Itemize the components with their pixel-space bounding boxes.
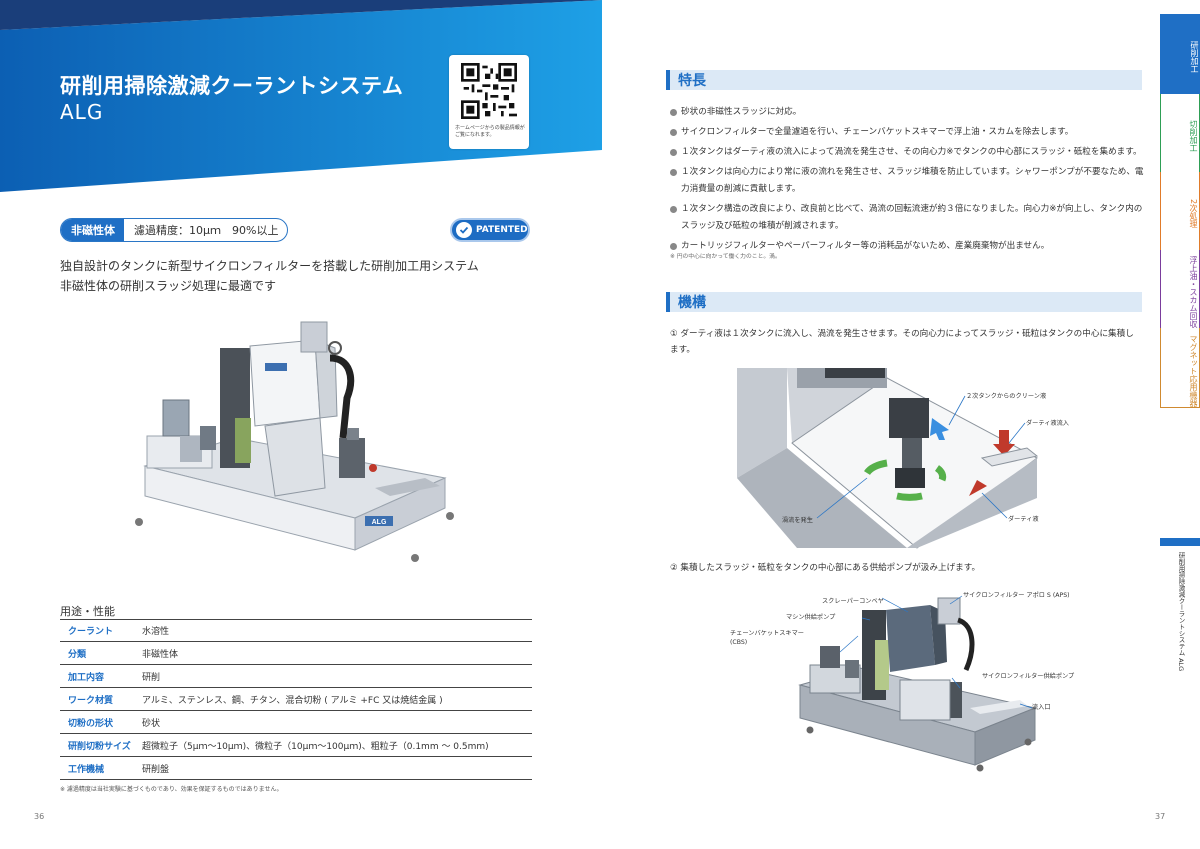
spec-value: 水溶性 xyxy=(142,627,170,637)
feature-item: 砂状の非磁性スラッジに対応。 xyxy=(670,104,1150,121)
description-line: 独自設計のタンクに新型サイクロンフィルターを搭載した研削加工用システム xyxy=(60,259,479,273)
product-description: 独自設計のタンクに新型サイクロンフィルターを搭載した研削加工用システム 非磁性体… xyxy=(60,256,479,296)
badge-value: 濾過精度：10μｍ 90%以上 xyxy=(134,224,279,237)
feature-text: 砂状の非磁性スラッジに対応。 xyxy=(681,107,802,117)
spec-row: 加工内容 研削 xyxy=(60,665,532,688)
features-list: 砂状の非磁性スラッジに対応。 サイクロンフィルターで全量濾過を行い、チェーンバケ… xyxy=(670,104,1150,255)
heading-bar xyxy=(666,70,670,90)
spec-value: 砂状 xyxy=(142,718,161,729)
features-heading: 特長 xyxy=(666,70,1142,90)
feature-text: カートリッジフィルターやペーパーフィルター等の消耗品がないため、産業廃棄物が出ま… xyxy=(681,241,1050,251)
page-number-left: 36 xyxy=(34,812,45,821)
feature-item: １次タンクは向心力により常に液の流れを発生させ、スラッジ堆積を防止しています。シ… xyxy=(670,164,1150,198)
spec-key: クーラント xyxy=(68,627,114,637)
mechanism-step-2: ② 集積したスラッジ・砥粒をタンクの中心部にある供給ポンプが汲み上げます。 xyxy=(670,563,981,573)
mechanism-title: 機構 xyxy=(678,295,706,311)
qr-caption: ホームページからの製品情報がご覧になれます。 xyxy=(455,125,525,138)
feature-item: カートリッジフィルターやペーパーフィルター等の消耗品がないため、産業廃棄物が出ま… xyxy=(670,238,1150,255)
spec-value: 非磁性体 xyxy=(142,649,179,660)
spec-value: 超微粒子（5μｍ～10μｍ)、微粒子（10μｍ～100μｍ)、粗粒子（0.1mm… xyxy=(142,741,489,752)
tab-label: マグネット応用機器 xyxy=(1189,334,1198,407)
spec-key: 分類 xyxy=(68,649,87,660)
feature-text: １次タンクはダーティ液の流入によって渦流を発生させ、その向心力※でタンクの中心部… xyxy=(681,147,1142,157)
page-number-right: 37 xyxy=(1155,812,1166,821)
label-clean-from-tank2: ２次タンクからのクリーン液 xyxy=(966,393,1047,400)
spec-value: 研削盤 xyxy=(142,764,170,775)
bullet-icon xyxy=(670,206,677,213)
tab-oil-skim[interactable]: 浮上油・スカム回収 xyxy=(1160,250,1200,328)
bullet-icon xyxy=(670,149,677,156)
label-vortex: 渦流を発生 xyxy=(782,517,813,524)
heading-bar xyxy=(666,292,670,312)
features-title: 特長 xyxy=(678,73,706,89)
feature-item: サイクロンフィルターで全量濾過を行い、チェーンバケットスキマーで浮上油・スカムを… xyxy=(670,124,1150,141)
label-inlet: 流入口 xyxy=(1032,704,1051,711)
side-product-label: 研削用掃除激減クーラントシステム ALG xyxy=(1177,552,1185,672)
mechanism-step-1: ① ダーティ液は１次タンクに流入し、渦流を発生させます。その向心力によってスラッ… xyxy=(670,329,1134,355)
features-note: ※ 円の中心に向かって働く力のこと。渦。 xyxy=(670,254,781,260)
tab-label: 切削加工 xyxy=(1189,120,1198,152)
label-cbs: チェーンバケットスキマー (CBS) xyxy=(730,630,804,646)
check-icon xyxy=(456,222,472,238)
spec-key: 研削切粉サイズ xyxy=(68,741,131,752)
spec-key: 工作機械 xyxy=(68,764,105,775)
feature-text: サイクロンフィルターで全量濾過を行い、チェーンバケットスキマーで浮上油・スカムを… xyxy=(681,127,1074,137)
product-image: ALG xyxy=(135,321,454,562)
spec-row: 分類 非磁性体 xyxy=(60,642,532,665)
tab-label: 2次処理 xyxy=(1189,199,1198,229)
spec-key: 切粉の形状 xyxy=(68,718,114,729)
feature-text: １次タンクは向心力により常に液の流れを発生させ、スラッジ堆積を防止しています。シ… xyxy=(681,167,1144,194)
label-dirty-inflow: ダーティ液流入 xyxy=(1026,420,1069,427)
spec-table: クーラント 水溶性 分類 非磁性体 加工内容 研削 ワーク材質 アルミ、ステンレス、鋼、… xyxy=(60,619,532,780)
system-diagram xyxy=(798,595,1037,772)
page-title: 研削用掃除激減クーラントシステム xyxy=(60,74,404,98)
description-line: 非磁性体の研削スラッジ処理に最適です xyxy=(60,279,277,293)
feature-item: １次タンク構造の改良により、改良前と比べて、渦流の回転流速が約３倍になりました。… xyxy=(670,201,1150,235)
patented-label: PATENTED xyxy=(476,225,528,235)
qr-code-icon xyxy=(461,63,517,119)
tab-grinding[interactable]: 研削加工 xyxy=(1160,14,1200,94)
spec-key: 加工内容 xyxy=(68,672,105,683)
model-name: ALG xyxy=(60,100,104,124)
tab-cutting[interactable]: 切削加工 xyxy=(1160,94,1200,172)
feature-item: １次タンクはダーティ液の流入によって渦流を発生させ、その向心力※でタンクの中心部… xyxy=(670,144,1150,161)
label-machine-pump: マシン供給ポンプ xyxy=(786,614,836,621)
tab-secondary[interactable]: 2次処理 xyxy=(1160,172,1200,250)
spec-value: アルミ、ステンレス、鋼、チタン、混合切粉 ( アルミ +FC 又は焼結金属 ) xyxy=(142,695,443,706)
label-dirty-liquid: ダーティ液 xyxy=(1008,516,1039,523)
qr-code[interactable]: ホームページからの製品情報がご覧になれます。 xyxy=(449,55,529,149)
spec-row: クーラント 水溶性 xyxy=(60,619,532,642)
bullet-icon xyxy=(670,129,677,136)
label-cyclone-pump: サイクロンフィルター供給ポンプ xyxy=(982,673,1075,680)
spec-row: ワーク材質 アルミ、ステンレス、鋼、チタン、混合切粉 ( アルミ +FC 又は焼結… xyxy=(60,688,532,711)
spec-value: 研削 xyxy=(142,672,161,683)
bullet-icon xyxy=(670,243,677,250)
tab-label: 浮上油・スカム回収 xyxy=(1189,256,1198,328)
vortex-diagram xyxy=(737,368,1067,550)
mechanism-heading: 機構 xyxy=(666,292,1142,312)
spec-note: ※ 濾過精度は当社実験に基づくものであり、効果を保証するものではありません。 xyxy=(60,786,283,793)
tab-magnet[interactable]: マグネット応用機器 xyxy=(1160,328,1200,408)
spec-key: ワーク材質 xyxy=(68,695,114,706)
bullet-icon xyxy=(670,169,677,176)
machine-plate-label: ALG xyxy=(372,519,387,526)
spec-title: 用途・性能 xyxy=(60,605,115,618)
feature-text: １次タンク構造の改良により、改良前と比べて、渦流の回転流速が約３倍になりました。… xyxy=(681,204,1143,231)
filter-badge: 非磁性体 濾過精度：10μｍ 90%以上 xyxy=(60,218,288,242)
bullet-icon xyxy=(670,109,677,116)
label-aps: サイクロンフィルター アポロ S (APS) xyxy=(963,592,1070,599)
spec-row: 研削切粉サイズ超微粒子（5μｍ～10μｍ)、微粒子（10μｍ～100μｍ)、粗粒… xyxy=(60,734,532,757)
spec-row: 工作機械 研削盤 xyxy=(60,757,532,780)
tab-label: 研削加工 xyxy=(1190,41,1199,73)
side-marker xyxy=(1160,538,1200,546)
spec-row: 切粉の形状 砂状 xyxy=(60,711,532,734)
badge-label: 非磁性体 xyxy=(61,219,124,241)
label-scraper-conveyor: スクレーパーコンベヤ xyxy=(822,598,884,605)
patented-badge: PATENTED xyxy=(450,218,530,242)
